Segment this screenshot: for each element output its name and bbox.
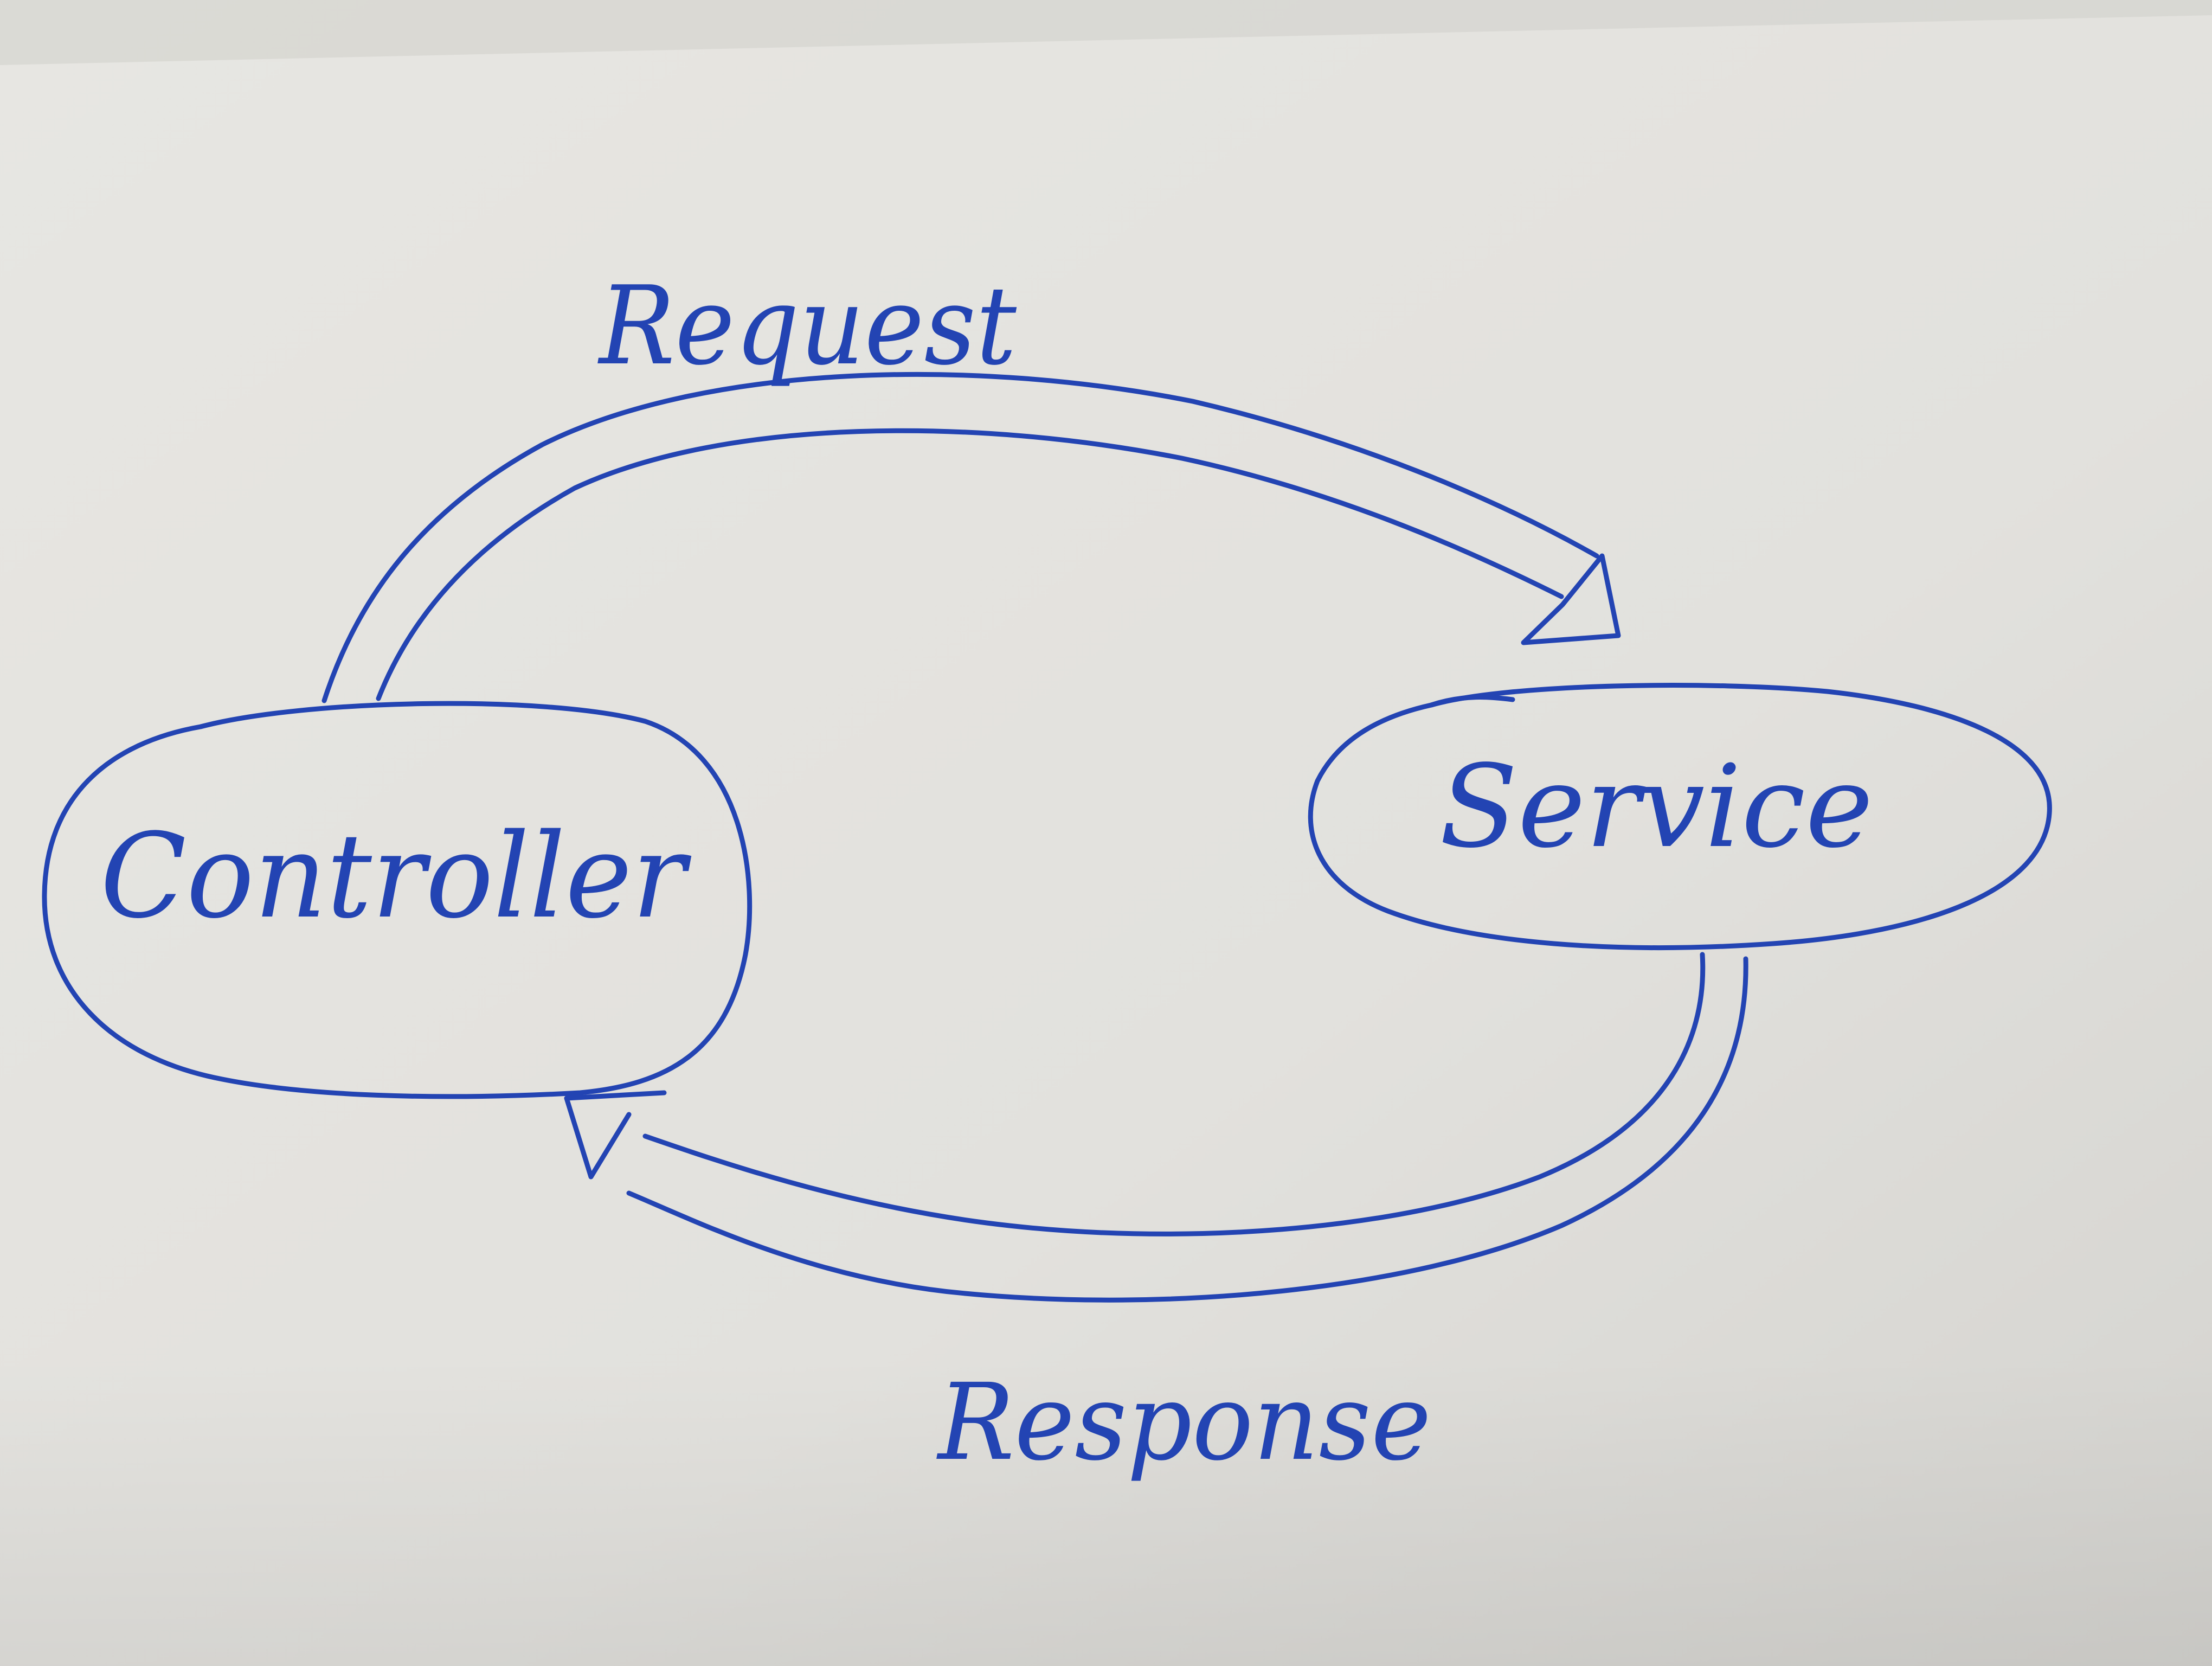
response-arrowhead xyxy=(564,1090,667,1180)
response-label: Response xyxy=(936,1361,1431,1484)
paper-bottom-shade xyxy=(0,1356,2212,1666)
service-node: Service xyxy=(1308,683,2052,950)
response-arrow-inner-line xyxy=(642,952,1706,1236)
request-arrow xyxy=(321,371,1621,703)
paper-top-edge xyxy=(0,0,2212,65)
request-arrowhead xyxy=(1521,553,1621,645)
controller-node: Controller xyxy=(42,701,753,1099)
response-arrow xyxy=(564,952,1748,1303)
controller-ellipse xyxy=(42,701,753,1099)
service-label: Service xyxy=(1439,740,1873,873)
request-arrow-inner-line xyxy=(376,428,1564,701)
request-label: Request xyxy=(597,263,1017,389)
response-arrow-outer-line xyxy=(626,956,1748,1303)
controller-label: Controller xyxy=(100,808,692,944)
request-arrow-outer-line xyxy=(321,371,1599,703)
service-ellipse-overlap-stroke xyxy=(1429,695,1515,708)
service-ellipse xyxy=(1308,683,2052,950)
